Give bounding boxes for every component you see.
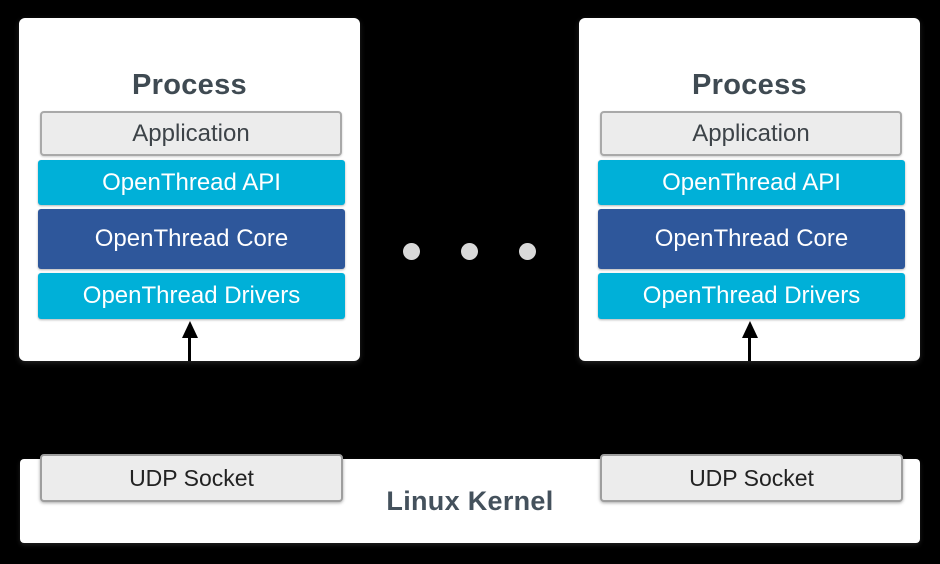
process-card-right: Process Application OpenThread API OpenT… xyxy=(579,18,920,361)
linux-kernel-label: Linux Kernel xyxy=(386,485,554,516)
layer-openthread-api: OpenThread API xyxy=(38,160,345,205)
udp-socket-left: UDP Socket xyxy=(40,454,343,502)
ellipsis-dot xyxy=(519,243,536,260)
process-card-left: Process Application OpenThread API OpenT… xyxy=(19,18,360,361)
layer-openthread-core: OpenThread Core xyxy=(598,209,905,269)
ellipsis-dot xyxy=(403,243,420,260)
process-title: Process xyxy=(132,69,247,101)
layer-openthread-drivers: OpenThread Drivers xyxy=(38,273,345,319)
layer-application: Application xyxy=(600,111,902,156)
arrow-up-icon xyxy=(741,321,758,361)
arrow-head xyxy=(741,321,758,338)
layer-openthread-api: OpenThread API xyxy=(598,160,905,205)
layer-openthread-drivers: OpenThread Drivers xyxy=(598,273,905,319)
arrow-up-icon xyxy=(181,321,198,361)
arrow-shaft xyxy=(188,338,191,361)
ellipsis-dot xyxy=(461,243,478,260)
layer-openthread-core: OpenThread Core xyxy=(38,209,345,269)
arrow-shaft xyxy=(748,338,751,361)
arrow-head xyxy=(181,321,198,338)
layer-application: Application xyxy=(40,111,342,156)
udp-socket-right: UDP Socket xyxy=(600,454,903,502)
process-title: Process xyxy=(692,69,807,101)
